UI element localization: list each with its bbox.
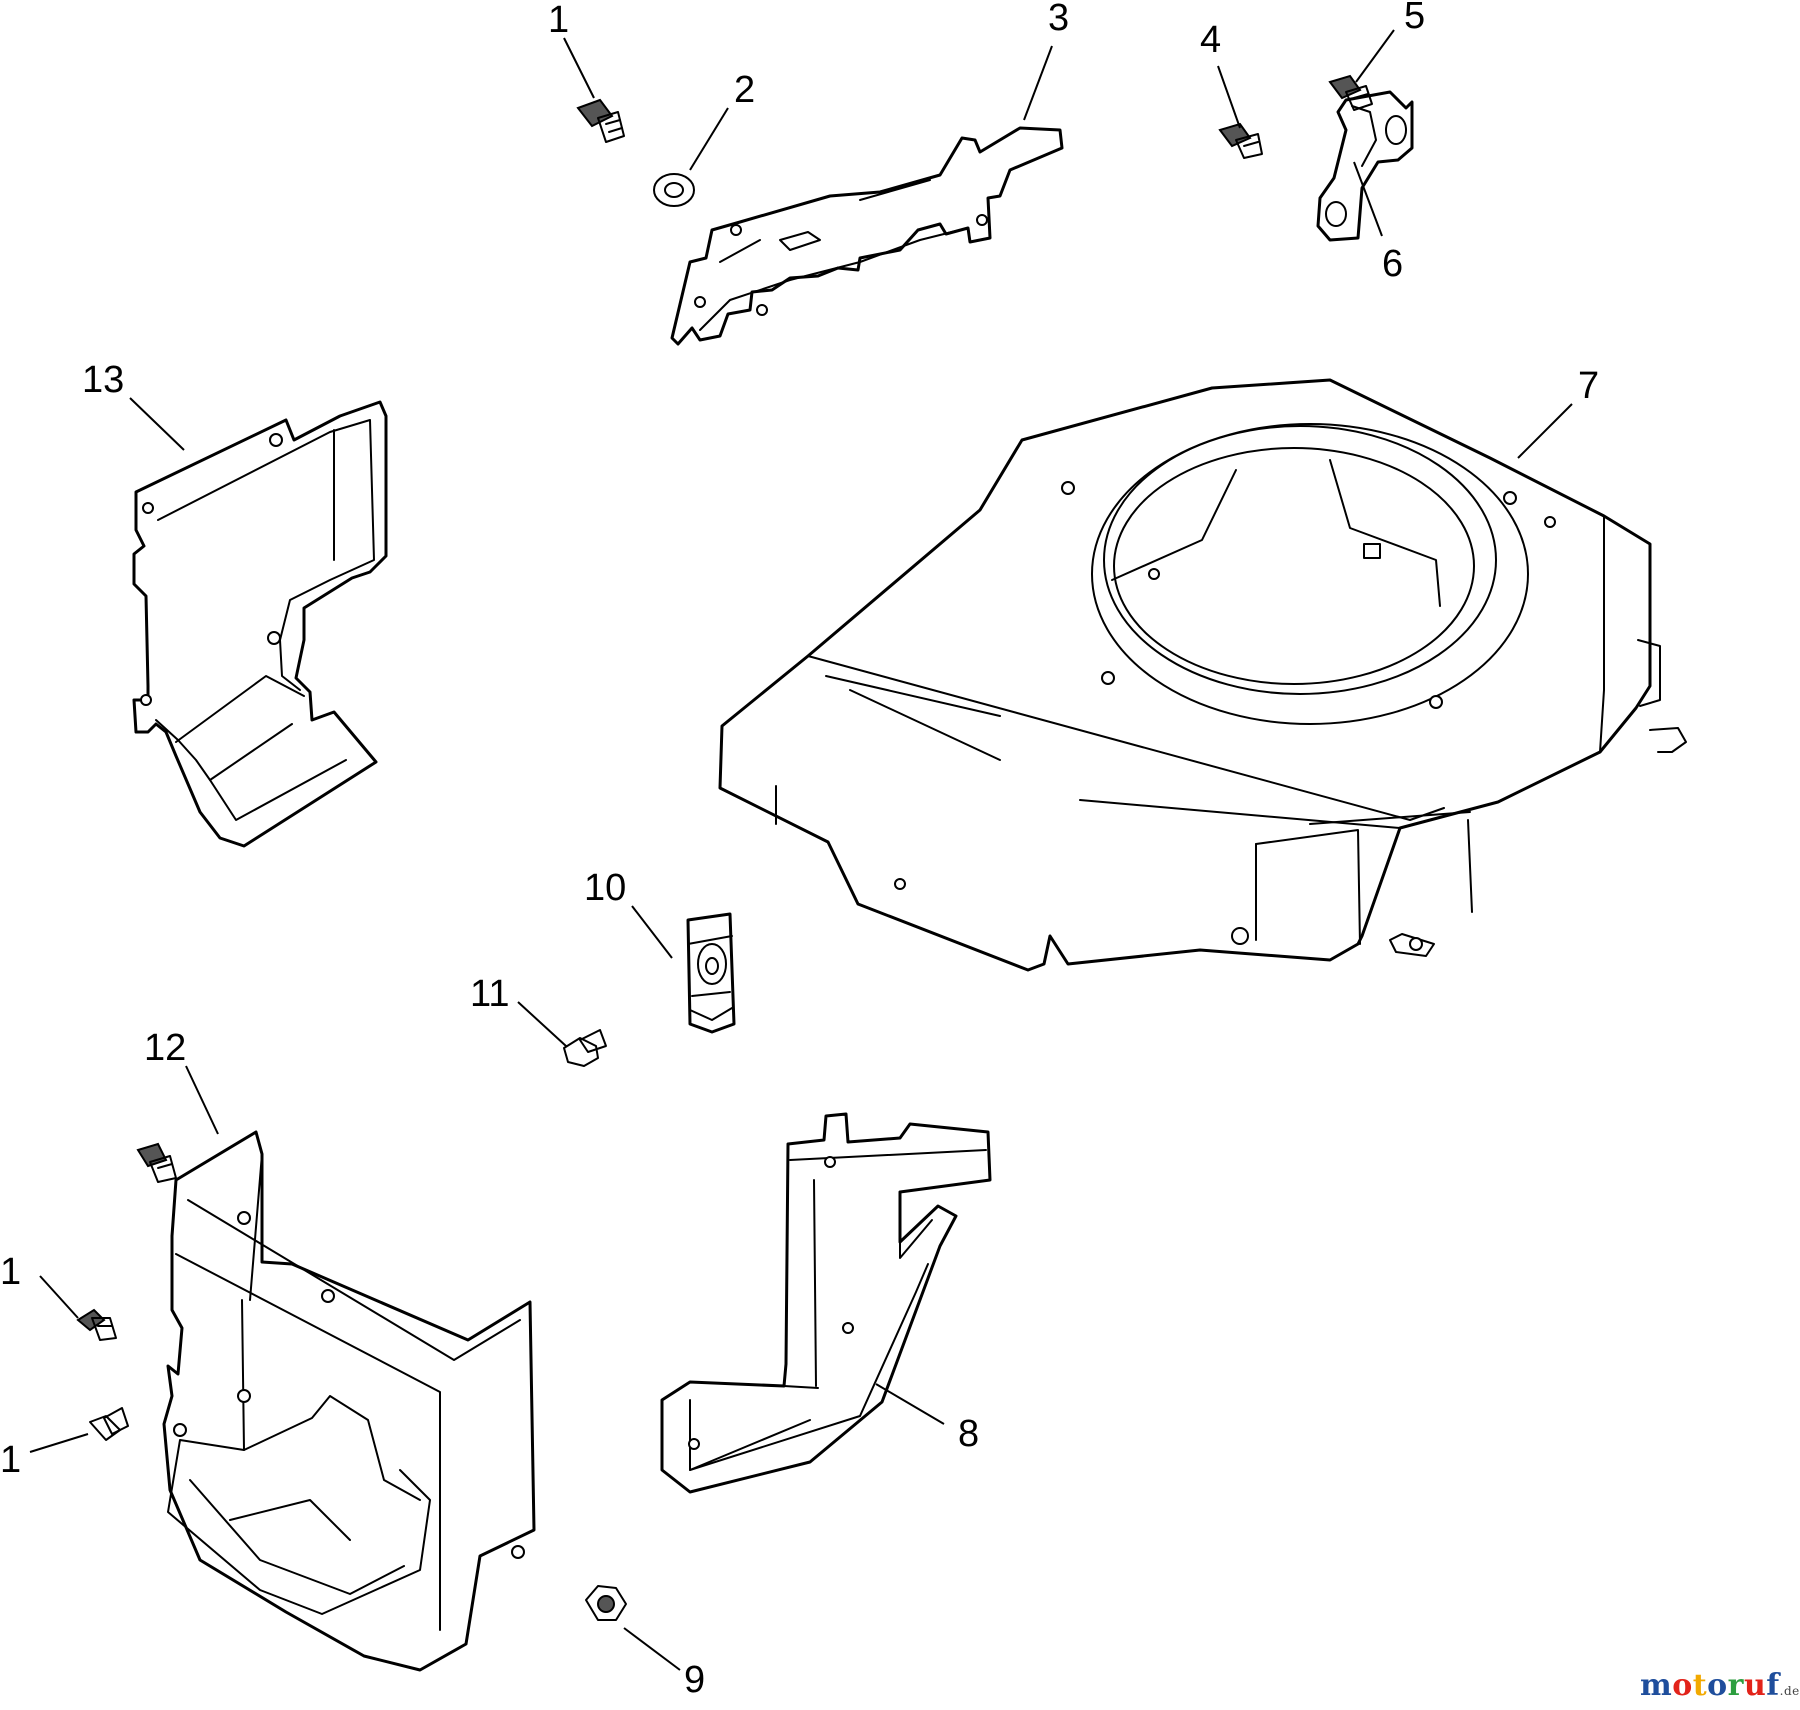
callout-2: 2 [734,69,755,111]
clamp-part-6 [1316,90,1414,242]
watermark-logo: motoruf.de [1640,1668,1800,1703]
screw-part-11 [563,1029,607,1067]
callout-5: 5 [1404,0,1425,37]
callout-13: 13 [82,359,124,401]
shroud-part-12 [162,1130,536,1672]
screw-part-1-lower-left [89,1407,129,1441]
callout-1-lower-left: 1 [0,1439,21,1481]
callout-8: 8 [958,1413,979,1455]
shroud-part-13 [132,400,388,848]
screw-part-1-upper-left [136,1142,177,1183]
callout-9: 9 [684,1659,705,1701]
screw-part-1-top [576,98,625,143]
callout-7: 7 [1578,365,1599,407]
callout-4: 4 [1200,19,1221,61]
washer-part-2 [653,173,695,207]
callout-11: 11 [470,973,509,1015]
callout-12: 12 [144,1027,186,1069]
baffle-part-8 [660,1112,992,1494]
callout-1-middle-left: 1 [0,1251,21,1293]
screw-part-1-middle-left [76,1308,117,1341]
callout-1-top: 1 [548,0,569,41]
callout-3: 3 [1048,0,1069,39]
nut-part-9 [585,1585,627,1621]
callout-labels: 1 2 3 4 5 6 7 8 9 10 11 12 13 1 1 [0,0,1599,1701]
screw-part-4 [1218,122,1263,159]
leader-lines [29,29,1573,1671]
callout-6: 6 [1382,243,1403,285]
screw-part-5 [1328,74,1373,111]
bracket-part-3 [670,126,1064,346]
callout-10: 10 [584,867,626,909]
blower-housing-part-7 [718,378,1687,972]
clip-nut-part-10 [686,912,736,1034]
